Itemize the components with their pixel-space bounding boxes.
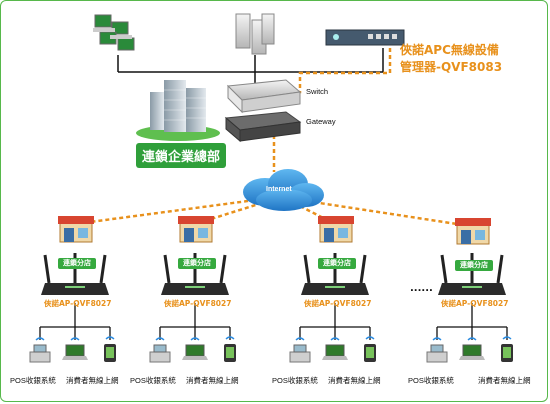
ellipsis: ...... [410, 283, 433, 294]
branch-2-icon [178, 216, 214, 243]
phone-icon [364, 336, 376, 362]
pos-register-icon [29, 337, 51, 363]
consumer-label-1: 消費者無線上網 [66, 376, 119, 385]
ap-1-label: 俠諾AP-QVF8027 [44, 299, 112, 308]
consumer-label-4: 消費者無線上網 [478, 376, 531, 385]
client-lines [39, 303, 508, 340]
pos-label-1: POS收銀系統 [10, 376, 56, 385]
controller-label-line2: 管理器-QVF8083 [400, 60, 503, 74]
branch-4-label: 連鎖分店 [455, 260, 493, 271]
ap-3-label: 俠諾AP-QVF8027 [304, 299, 372, 308]
consumer-label-2: 消費者無線上網 [186, 376, 239, 385]
gateway-label: Gateway [306, 117, 336, 126]
servers-icon [235, 13, 275, 55]
ap-router-4-icon [438, 253, 506, 295]
consumer-label-3: 消費者無線上網 [328, 376, 381, 385]
phone-icon [501, 336, 513, 362]
internet-label: Internet [266, 186, 292, 193]
branch-4-icon [455, 218, 491, 245]
laptop-icon [459, 337, 485, 360]
workstations-icon [93, 14, 135, 51]
client-group-1-icon [29, 336, 116, 363]
gateway-device-icon [224, 111, 302, 143]
branch-1-label: 連鎖分店 [58, 258, 96, 269]
client-group-3-icon [289, 336, 376, 363]
pos-register-icon [426, 337, 448, 363]
ap-router-3-icon [301, 253, 369, 295]
laptop-icon [322, 337, 348, 360]
branch-3-label: 連鎖分店 [318, 258, 356, 269]
branch-1-icon [58, 216, 94, 243]
pos-label-4: POS收銀系統 [408, 376, 454, 385]
branch-3-icon [318, 216, 354, 243]
ap-4-label: 俠諾AP-QVF8027 [441, 299, 509, 308]
mgmt-links-white [74, 197, 471, 225]
controller-label-line1: 俠諾APC無線設備 [400, 43, 499, 57]
hq-label: 連鎖企業總部 [136, 143, 227, 168]
laptop-icon [62, 337, 88, 360]
hq-building-icon [136, 80, 220, 141]
phone-icon [104, 336, 116, 362]
pos-label-2: POS收銀系統 [130, 376, 176, 385]
client-group-2-icon [149, 336, 236, 363]
phone-icon [224, 336, 236, 362]
ap-2-label: 俠諾AP-QVF8027 [164, 299, 232, 308]
pos-register-icon [289, 337, 311, 363]
laptop-icon [182, 337, 208, 360]
internet-cloud-icon [243, 169, 324, 211]
branch-2-label: 連鎖分店 [178, 258, 216, 269]
controller-device-icon [325, 29, 405, 46]
switch-label: Switch [306, 87, 329, 96]
pos-register-icon [149, 337, 171, 363]
switch-device-icon [226, 79, 302, 114]
client-group-4-icon [426, 336, 513, 363]
pos-label-3: POS收銀系統 [272, 376, 318, 385]
lan-lines [117, 48, 384, 84]
